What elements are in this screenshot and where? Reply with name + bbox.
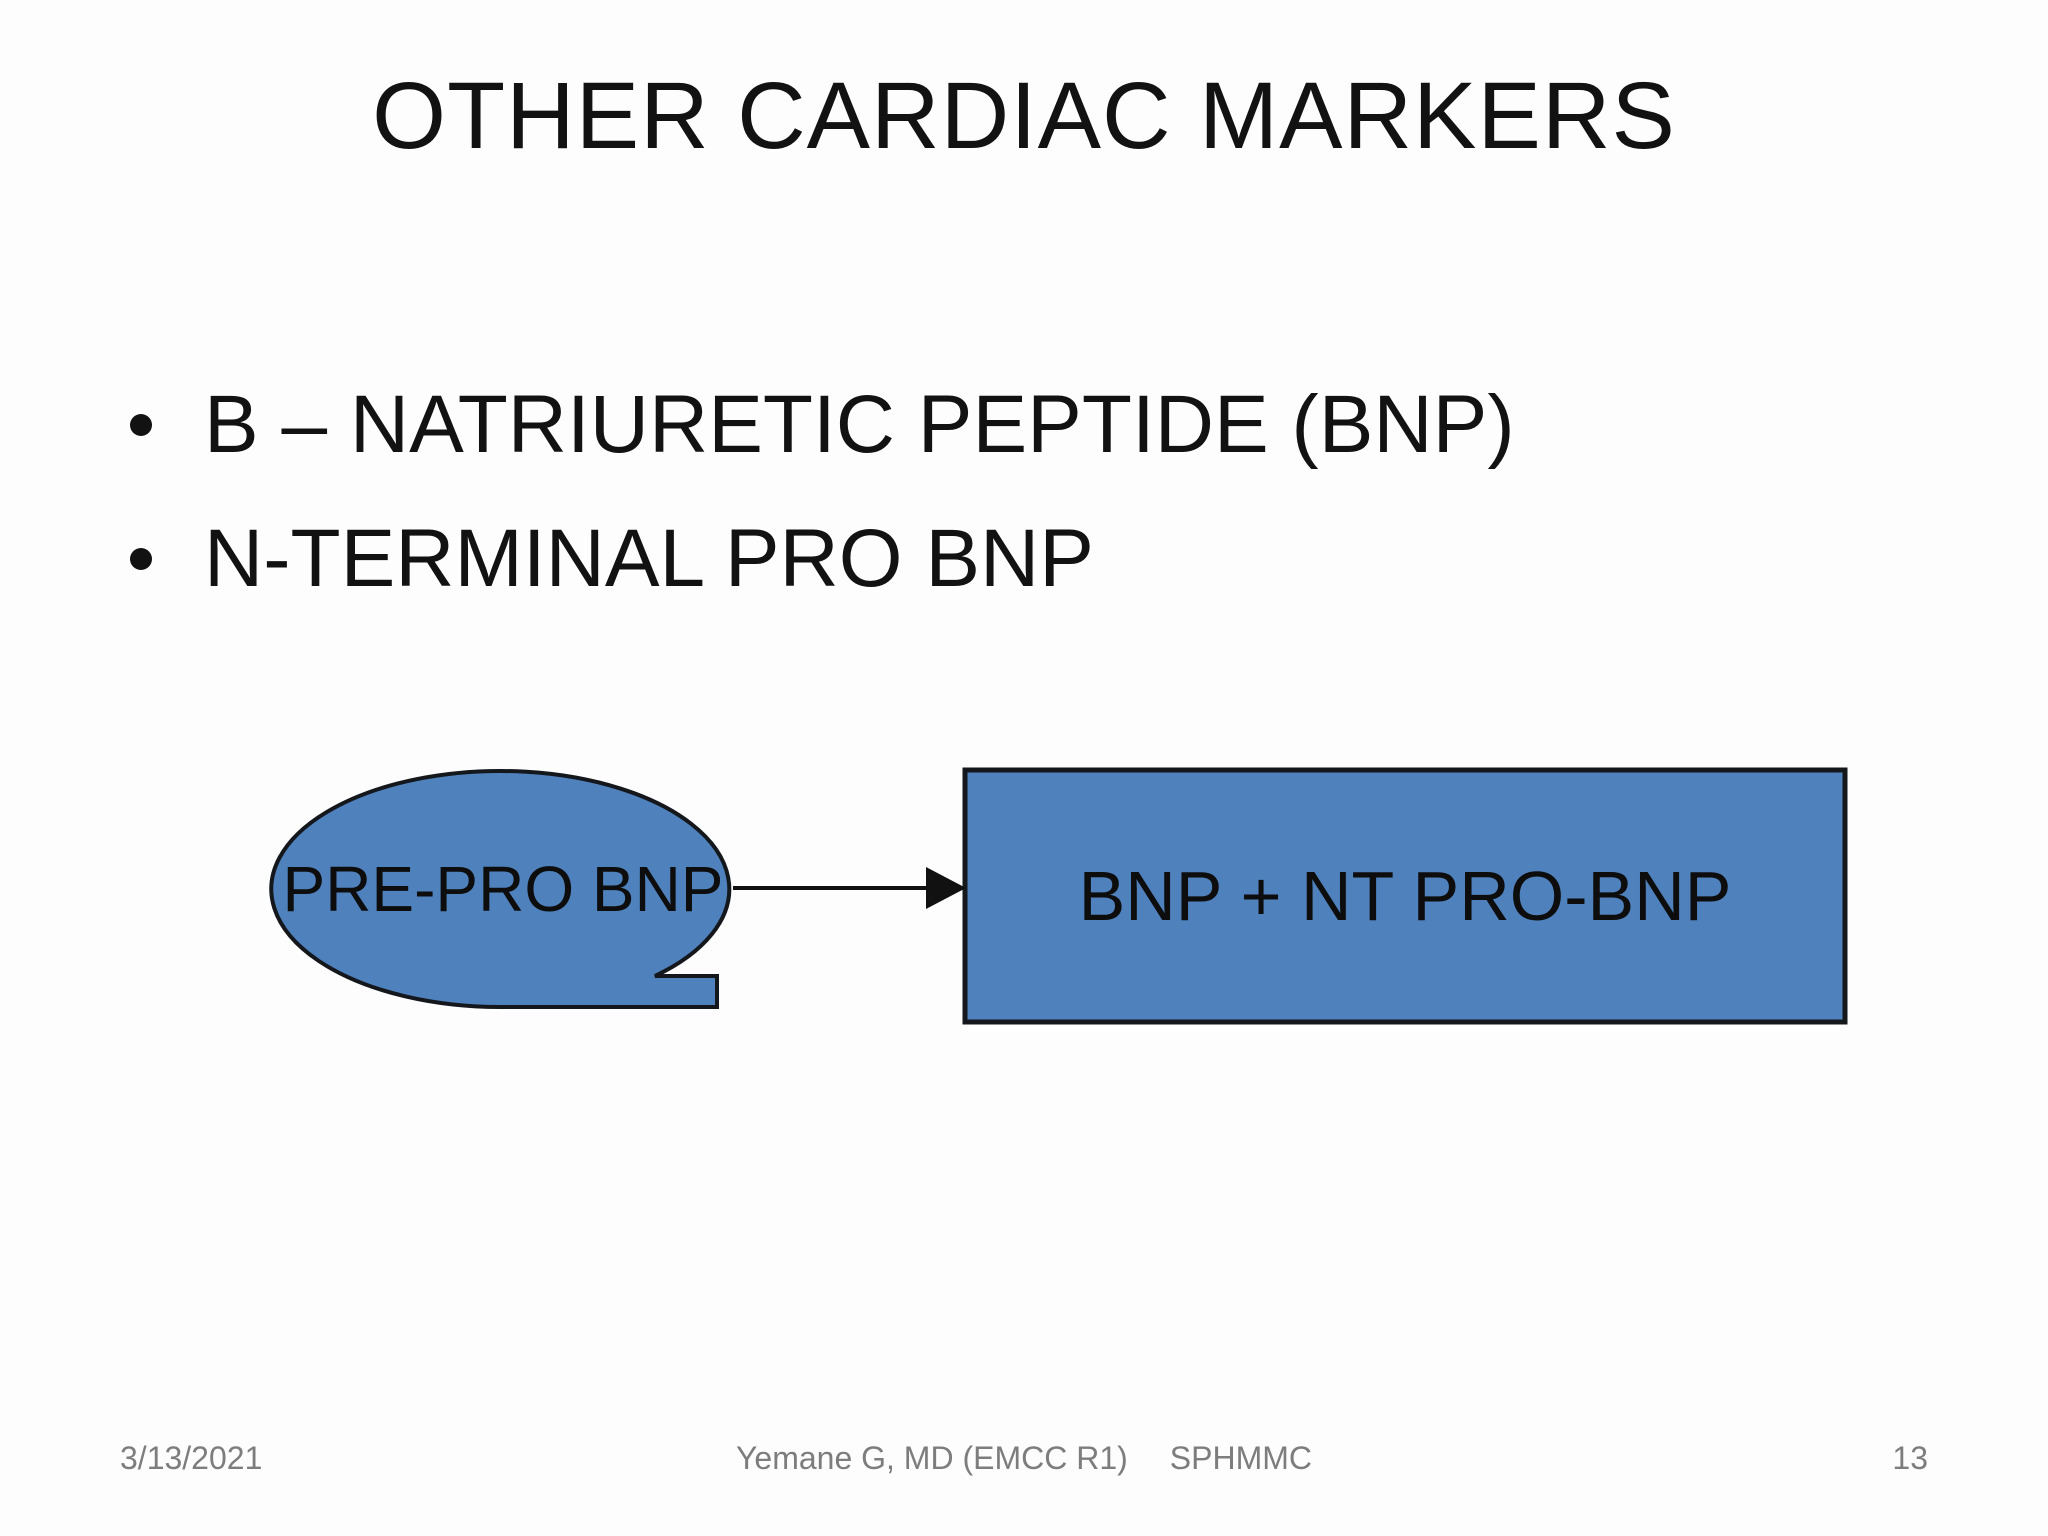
bullet-text: B – NATRIURETIC PEPTIDE (BNP) <box>204 379 1515 470</box>
bullet-dot-icon <box>130 548 152 571</box>
bullet-list: B – NATRIURETIC PEPTIDE (BNP) N-TERMINAL… <box>130 379 1968 648</box>
connector-arrowhead-icon <box>926 867 966 909</box>
oval-callout-shape <box>269 769 732 1010</box>
slide-title: OTHER CARDIAC MARKERS <box>372 63 1676 169</box>
process-box-shape <box>962 767 1848 1025</box>
bullet-dot-icon <box>130 414 152 437</box>
footer-page-number: 13 <box>1892 1440 1928 1476</box>
footer-date: 3/13/2021 <box>120 1440 263 1476</box>
bullet-item-bnp: B – NATRIURETIC PEPTIDE (BNP) <box>130 379 1968 470</box>
bullet-item-nt-pro-bnp: N-TERMINAL PRO BNP <box>130 513 1968 605</box>
process-box-label: BNP + NT PRO-BNP <box>1078 857 1732 935</box>
oval-callout-label: PRE-PRO BNP <box>282 853 724 925</box>
bullet-text: N-TERMINAL PRO BNP <box>204 513 1094 605</box>
footer-center: Yemane G, MD (EMCC R1) SPHMMC <box>0 1440 2048 1477</box>
footer-author: Yemane G, MD (EMCC R1) <box>735 1440 1128 1476</box>
slide-footer: 3/13/2021 Yemane G, MD (EMCC R1) SPHMMC … <box>0 1440 2048 1490</box>
footer-institution: SPHMMC <box>1169 1440 1312 1476</box>
